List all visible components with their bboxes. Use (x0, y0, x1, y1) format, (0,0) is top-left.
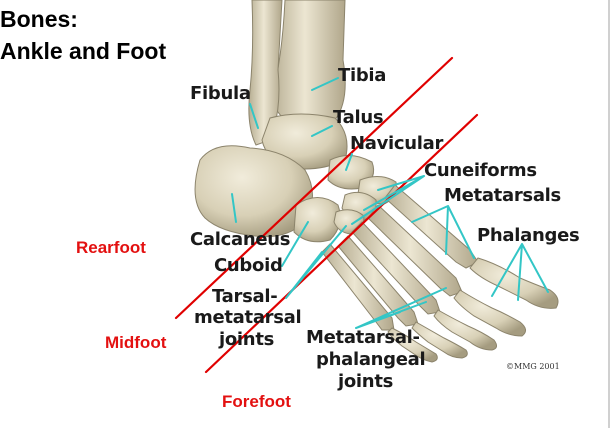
leader-lines (231, 77, 549, 329)
label-calcaneus: Calcaneus (190, 229, 291, 250)
title-line-2: Ankle and Foot (0, 38, 167, 64)
phalanx-bones (387, 257, 559, 363)
metatarsal-bones (321, 184, 479, 331)
metatarsal-phalangeal-leader (355, 287, 447, 329)
region-rearfoot: Rearfoot (76, 238, 146, 257)
calcaneus-leader (231, 193, 237, 223)
label-talus: Talus (333, 107, 384, 128)
label-cuboid: Cuboid (214, 255, 283, 276)
label-tarsal-metatarsal-line-2: metatarsal (194, 307, 302, 328)
region-forefoot: Forefoot (222, 392, 291, 411)
tibia-leader (311, 77, 339, 91)
label-mtp-line-1: Metatarsal- (306, 327, 420, 348)
label-tibia: Tibia (338, 65, 387, 86)
label-tarsal-metatarsal-line-1: Tarsal- (212, 286, 278, 307)
cuneiforms-leader (351, 175, 425, 225)
label-mtp-line-3: joints (338, 371, 394, 392)
label-cuneiforms: Cuneiforms (424, 160, 537, 181)
label-phalanges: Phalanges (477, 225, 580, 246)
right-border (608, 0, 610, 428)
fibula-leader (249, 103, 259, 129)
midfoot-forefoot-divider (204, 113, 479, 374)
label-fibula: Fibula (190, 83, 251, 104)
talus-leader (311, 125, 333, 137)
copyright-text: ©MMG 2001 (506, 362, 560, 371)
fibula-bone (248, 0, 283, 146)
title-line-1: Bones: (0, 6, 78, 32)
label-navicular: Navicular (350, 133, 444, 154)
region-midfoot: Midfoot (105, 333, 167, 352)
cuboid-leader (281, 221, 309, 267)
region-divider-lines (174, 56, 479, 374)
tarsal-metatarsal-leader (285, 225, 347, 299)
label-tarsal-metatarsal-line-3: joints (219, 329, 275, 350)
navicular-leader (345, 153, 353, 171)
label-mtp-line-2: phalangeal (316, 349, 426, 370)
phalanges-leader (491, 243, 549, 301)
rearfoot-midfoot-divider (174, 56, 454, 320)
label-metatarsals: Metatarsals (444, 185, 561, 206)
metatarsals-leader (411, 205, 475, 259)
